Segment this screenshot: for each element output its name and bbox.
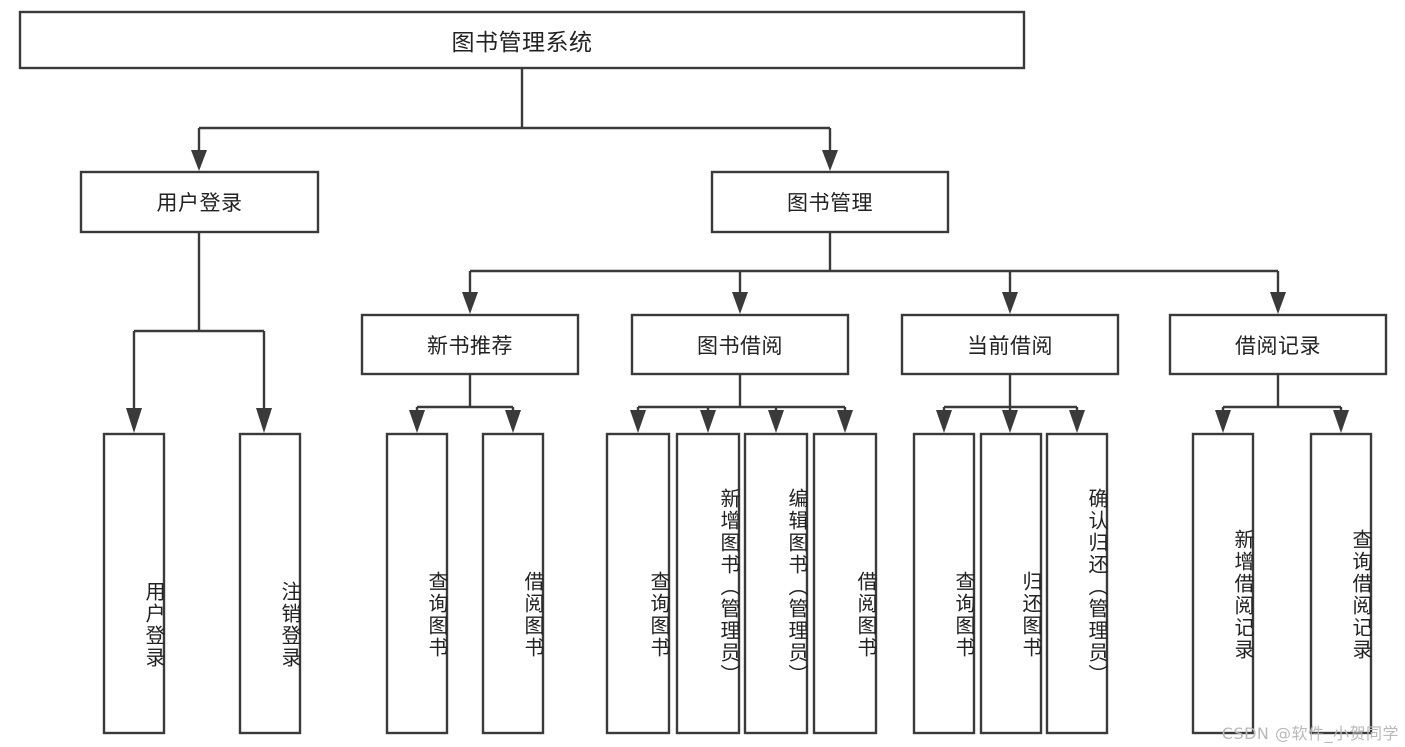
node-book-borrow[interactable] xyxy=(632,315,848,374)
leaf-box-current-borrow-1[interactable] xyxy=(979,432,1043,735)
connector-userlogin-to-leaves xyxy=(126,232,272,433)
node-user-login[interactable] xyxy=(81,172,318,232)
csdn-watermark: CSDN @软件_小贺同学 xyxy=(1221,724,1399,743)
leaf-box-current-borrow-0[interactable] xyxy=(912,432,976,735)
node-borrow-record-box[interactable] xyxy=(1168,313,1388,376)
leaf-box-current-borrow-2[interactable] xyxy=(1045,432,1109,735)
connector-bookborrow-to-leaves xyxy=(630,374,853,433)
node-user-login-box[interactable] xyxy=(79,170,320,234)
node-borrow-record[interactable] xyxy=(1170,315,1386,374)
node-book-management[interactable] xyxy=(712,172,948,232)
connector-currentborrow-to-leaves xyxy=(936,374,1085,433)
connector-borrowrecord-to-leaves xyxy=(1215,374,1349,433)
node-current-borrow[interactable] xyxy=(902,315,1118,374)
node-new-book-recommend[interactable] xyxy=(362,315,578,374)
leaf-box-book-borrow-1[interactable] xyxy=(675,432,741,735)
leaf-box-book-borrow-2[interactable] xyxy=(743,432,809,735)
leaf-box-borrow-record-1[interactable] xyxy=(1309,432,1373,735)
connector-root-to-level2 xyxy=(191,68,838,171)
node-current-borrow-box[interactable] xyxy=(900,313,1120,376)
node-book-borrow-box[interactable] xyxy=(630,313,850,376)
node-new-book-recommend-box[interactable] xyxy=(360,313,580,376)
leaf-box-book-borrow-0[interactable] xyxy=(605,432,671,735)
leaf-box-new-book-1[interactable] xyxy=(481,432,545,735)
leaf-box-user-login-0[interactable] xyxy=(102,432,166,735)
node-root[interactable] xyxy=(20,12,1024,68)
leaf-box-user-login-1[interactable] xyxy=(238,432,302,735)
node-book-management-box[interactable] xyxy=(710,170,950,234)
leaf-box-new-book-0[interactable] xyxy=(385,432,449,735)
connector-bookmgmt-to-level3 xyxy=(462,232,1286,314)
leaf-box-borrow-record-0[interactable] xyxy=(1191,432,1255,735)
connector-newbook-to-leaves xyxy=(409,374,521,433)
leaf-box-book-borrow-3[interactable] xyxy=(812,432,878,735)
node-root-box[interactable] xyxy=(18,10,1026,70)
